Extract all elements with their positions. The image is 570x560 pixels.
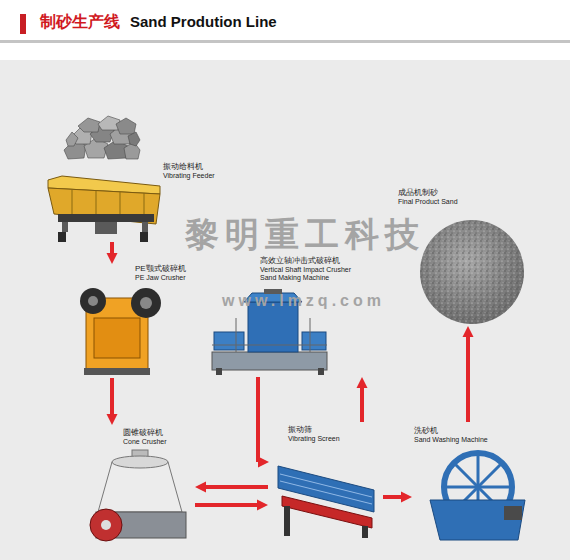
cone-crusher: [101, 520, 111, 530]
subtitle: Sand Prodution Line: [130, 13, 277, 30]
stone-pile: [98, 116, 120, 130]
jaw-crusher: [140, 297, 152, 309]
sand-washing-machine: [504, 506, 522, 520]
machine-name-en: Vibrating Screen: [288, 435, 340, 443]
sand-making-machine: [216, 368, 222, 375]
stone-pile: [116, 118, 136, 134]
jaw-crusher: [80, 288, 161, 375]
watermark: www.lmzq.com: [222, 292, 385, 310]
jaw-crusher-node: PE颚式破碎机PE Jaw Crusher: [78, 264, 190, 378]
header-band: [0, 0, 570, 60]
machine-label: 圆锥破碎机Cone Crusher: [123, 428, 167, 446]
sand-making-machine: [310, 318, 311, 352]
vibrating-feeder: [142, 222, 148, 232]
jaw-crusher: [80, 288, 106, 314]
cone-crusher: [98, 462, 182, 512]
cone-crusher: [90, 509, 122, 541]
diagram-title: 制砂生产线: [40, 12, 120, 33]
stone-pile: [128, 132, 140, 146]
ground-panel: [0, 60, 570, 560]
machine-name-cn: 洗砂机: [414, 426, 488, 436]
flow-arrow: [110, 378, 114, 414]
final-sand-node: 成品机制砂Final Product Sand: [395, 188, 530, 326]
vibrating-screen: [362, 526, 368, 538]
machine-name-en: Vibrating Feeder: [163, 172, 215, 180]
sand-making-machine: [302, 332, 326, 350]
ground-panel: [0, 60, 570, 560]
machine-name-en: Sand Washing Machine: [414, 436, 488, 444]
jaw-crusher: [94, 318, 140, 358]
jaw-crusher: [84, 368, 150, 375]
stone-pile: [64, 116, 140, 159]
final-sand-sample: [420, 220, 524, 324]
vibrating-feeder: [58, 214, 154, 222]
flow-arrow: [206, 485, 268, 489]
vibrating-screen: [282, 496, 372, 528]
cone-crusher: [90, 450, 186, 541]
flow-arrow: [360, 388, 364, 422]
jaw-crusher: [131, 288, 161, 318]
machine-label: 振动给料机Vibrating Feeder: [163, 162, 215, 180]
flow-arrow: [195, 503, 257, 507]
flow-arrow: [256, 377, 260, 462]
vibrating-feeder: [62, 222, 68, 232]
vibrating-feeder: [96, 191, 97, 218]
vibrating-screen: [280, 474, 372, 497]
flow-arrow: [466, 337, 470, 422]
machine-label: 高效立轴冲击式破碎机Vertical Shaft Impact CrusherS…: [260, 256, 351, 282]
machine-name-cn: 振动筛: [288, 425, 340, 435]
cone-crusher-node: 圆锥破碎机Cone Crusher: [85, 425, 195, 547]
vibrating-screen: [284, 506, 290, 536]
machine-name-en: PE Jaw Crusher: [135, 274, 186, 282]
machine-name-cn: 振动给料机: [163, 162, 215, 172]
machine-name-cn: 成品机制砂: [398, 188, 458, 198]
stone-pile: [66, 132, 78, 146]
final-sand-sample: [420, 220, 524, 324]
vibrating-feeder: [58, 232, 66, 242]
vibrating-screen: [278, 466, 374, 538]
machine-name-cn: 圆锥破碎机: [123, 428, 167, 438]
header-band: [0, 40, 570, 43]
sand-washing-machine: [430, 500, 525, 540]
cone-crusher: [112, 456, 168, 468]
vibrating-feeder: [140, 232, 148, 242]
machine-name-cn: PE颚式破碎机: [135, 264, 186, 274]
stone-pile: [78, 118, 100, 132]
watermark: 黎明重工科技: [185, 212, 425, 258]
sand-making-node: 高效立轴冲击式破碎机Vertical Shaft Impact CrusherS…: [205, 256, 370, 377]
header-band: [0, 0, 570, 60]
sand-making-machine: [212, 352, 327, 370]
vibrating-screen-node: 振动筛Vibrating Screen: [268, 422, 383, 544]
flow-arrow: [383, 495, 401, 499]
sand-washing-machine: [430, 453, 525, 540]
vibrating-feeder: [72, 190, 73, 216]
machine-label: 洗砂机Sand Washing Machine: [414, 426, 488, 444]
machine-label: PE颚式破碎机PE Jaw Crusher: [135, 264, 186, 282]
final-sand-sample: [420, 220, 524, 324]
sand-making-machine: [318, 368, 324, 375]
vibrating-feeder: [48, 176, 160, 242]
sand-making-machine: [214, 332, 244, 350]
machine-name-en: Sand Making Machine: [260, 274, 351, 282]
machine-name-en: Final Product Sand: [398, 198, 458, 206]
machine-name-en: Vertical Shaft Impact Crusher: [260, 266, 351, 274]
flow-arrow: [110, 242, 114, 253]
jaw-crusher: [88, 296, 98, 306]
machine-label: 振动筛Vibrating Screen: [288, 425, 340, 443]
machine-label: 成品机制砂Final Product Sand: [398, 188, 458, 206]
header-band: [20, 14, 26, 34]
sand-washer-node: 洗砂机Sand Washing Machine: [412, 422, 537, 547]
vibrating-feeder: [48, 188, 160, 224]
machine-name-cn: 高效立轴冲击式破碎机: [260, 256, 351, 266]
vibrating-feeder: [95, 222, 117, 234]
sand-making-machine: [236, 318, 237, 352]
machine-name-en: Cone Crusher: [123, 438, 167, 446]
